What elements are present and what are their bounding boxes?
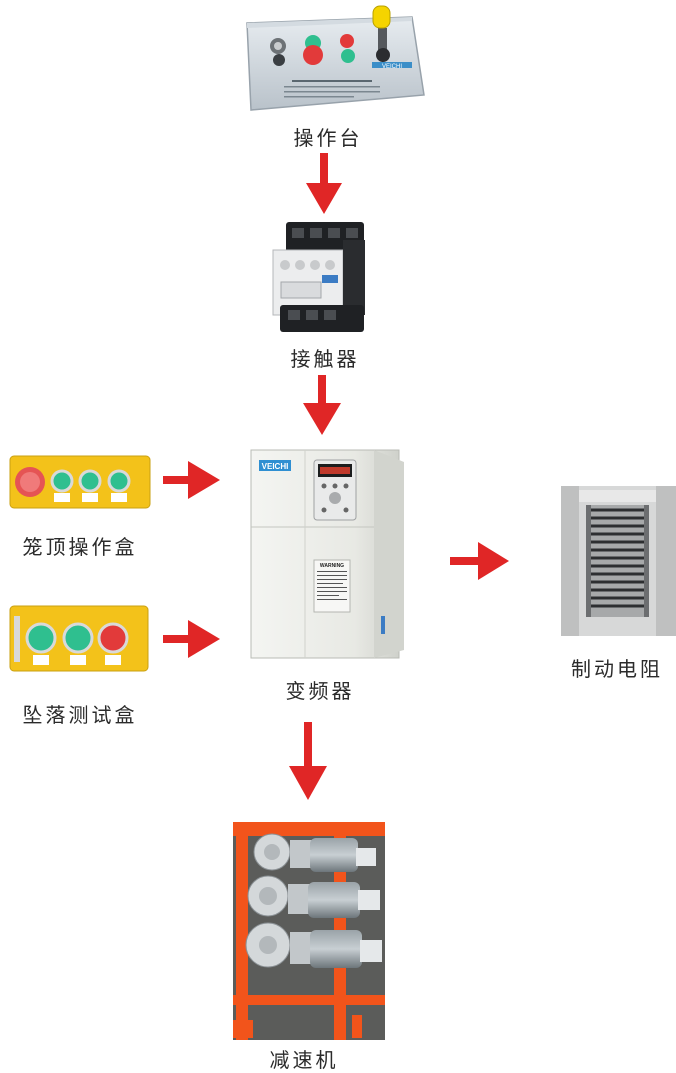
console-image: VEICHI <box>246 5 425 111</box>
arrow-inverter-to-reducer <box>289 722 327 800</box>
reducer-image <box>233 822 385 1040</box>
arrow-contactor-to-inverter <box>303 375 341 435</box>
contactor-image <box>272 222 365 332</box>
resistor-label: 制动电阻 <box>571 657 663 681</box>
console-brand: VEICHI <box>382 64 402 70</box>
cage-box-label: 笼顶操作盒 <box>22 535 138 559</box>
arrow-fall-box-to-inverter <box>163 620 220 658</box>
fall-box-image <box>9 605 149 672</box>
console-label: 操作台 <box>293 126 363 150</box>
inverter-warning: WARNING <box>320 563 344 569</box>
fall-box-label: 坠落测试盒 <box>22 703 138 727</box>
inverter-image: VEICHI WARNING <box>250 449 404 659</box>
resistor-image <box>561 486 676 636</box>
arrow-console-to-contactor <box>306 153 342 214</box>
arrow-inverter-to-resistor <box>450 542 509 580</box>
reducer-label: 减速机 <box>269 1048 339 1072</box>
inverter-brand: VEICHI <box>262 462 289 471</box>
inverter-label: 变频器 <box>285 679 355 703</box>
arrow-cage-box-to-inverter <box>163 461 220 499</box>
cage-box-image <box>9 455 151 509</box>
contactor-label: 接触器 <box>290 347 360 371</box>
